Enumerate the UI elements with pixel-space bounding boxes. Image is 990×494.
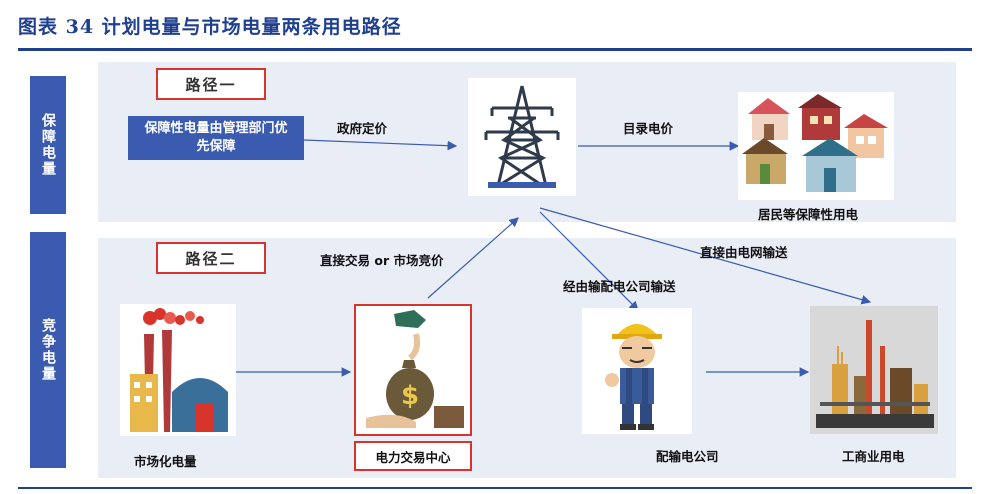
houses-icon	[738, 92, 894, 200]
figure-title: 图表 34 计划电量与市场电量两条用电路径	[18, 16, 402, 38]
node-industrial: 工商业用电	[842, 449, 905, 464]
node-residents: 居民等保障性用电	[758, 207, 859, 222]
side-label-competition: 竞争电量	[30, 232, 66, 468]
refinery-icon	[810, 306, 938, 434]
arrow-gov-price	[303, 139, 458, 151]
side-label-guarantee: 保障电量	[30, 76, 66, 214]
trade-center-label-box: 电力交易中心	[354, 441, 472, 471]
path-one-label: 路径一	[156, 68, 266, 100]
arrow-via-dist	[539, 211, 639, 311]
worker-icon	[582, 308, 692, 434]
edge-label-via-dist: 经由输配电公司输送	[563, 279, 676, 294]
trade-center-frame: $	[354, 304, 472, 436]
transmission-tower-icon	[468, 78, 576, 196]
guarantee-box: 保障性电量由管理部门优先保障	[128, 116, 304, 160]
node-trade-center: 电力交易中心	[375, 449, 451, 465]
path-two-label: 路径二	[156, 242, 266, 274]
edge-label-via-grid: 直接由电网输送	[700, 245, 788, 260]
money-bag-icon: $	[366, 310, 464, 428]
edge-label-catalog-price: 目录电价	[623, 121, 674, 136]
bottom-rule	[18, 487, 972, 489]
arrow-direct-trade	[427, 217, 519, 299]
svg-text:$: $	[401, 381, 419, 411]
node-market-power: 市场化电量	[134, 454, 197, 469]
arrow-via-grid	[539, 207, 872, 305]
power-plant-icon	[120, 304, 236, 436]
guarantee-box-text: 保障性电量由管理部门优先保障	[144, 121, 288, 154]
top-rule	[18, 48, 972, 51]
edge-label-gov-price: 政府定价	[337, 121, 388, 136]
node-dist-company: 配输电公司	[656, 449, 719, 464]
edge-label-direct-trade: 直接交易 or 市场竞价	[320, 253, 444, 268]
